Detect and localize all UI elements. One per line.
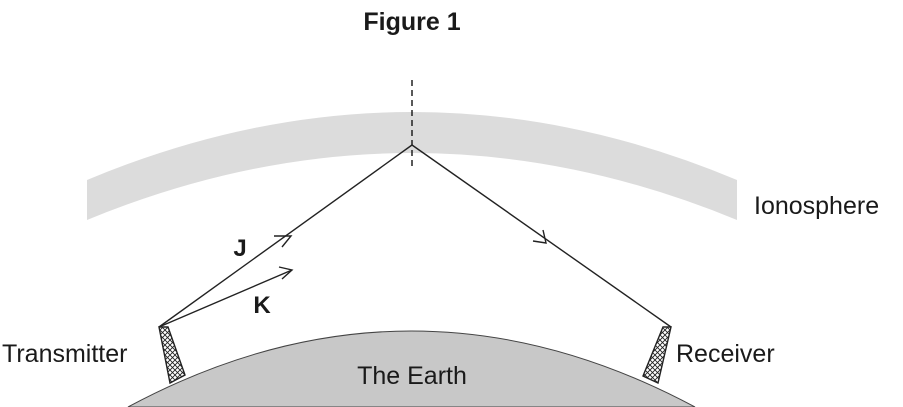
transmitter-label: Transmitter: [2, 340, 127, 368]
ray-j-arrowhead: [274, 235, 293, 248]
ionosphere-band: [87, 112, 737, 220]
transmitter-tower: [158, 326, 186, 385]
ray-k-line: [158, 269, 293, 328]
ray-k-arrowhead: [278, 266, 294, 280]
reflected-ray-line: [411, 144, 672, 328]
receiver-label: Receiver: [676, 340, 775, 368]
ionosphere-label: Ionosphere: [754, 192, 879, 220]
ray-k-label: K: [253, 292, 271, 319]
figure-title: Figure 1: [363, 8, 460, 36]
reflected-ray-arrowhead: [532, 229, 547, 244]
earth-label: The Earth: [357, 362, 467, 390]
receiver-tower: [642, 326, 672, 384]
ray-j-label: J: [233, 235, 246, 262]
earth: [127, 330, 696, 407]
